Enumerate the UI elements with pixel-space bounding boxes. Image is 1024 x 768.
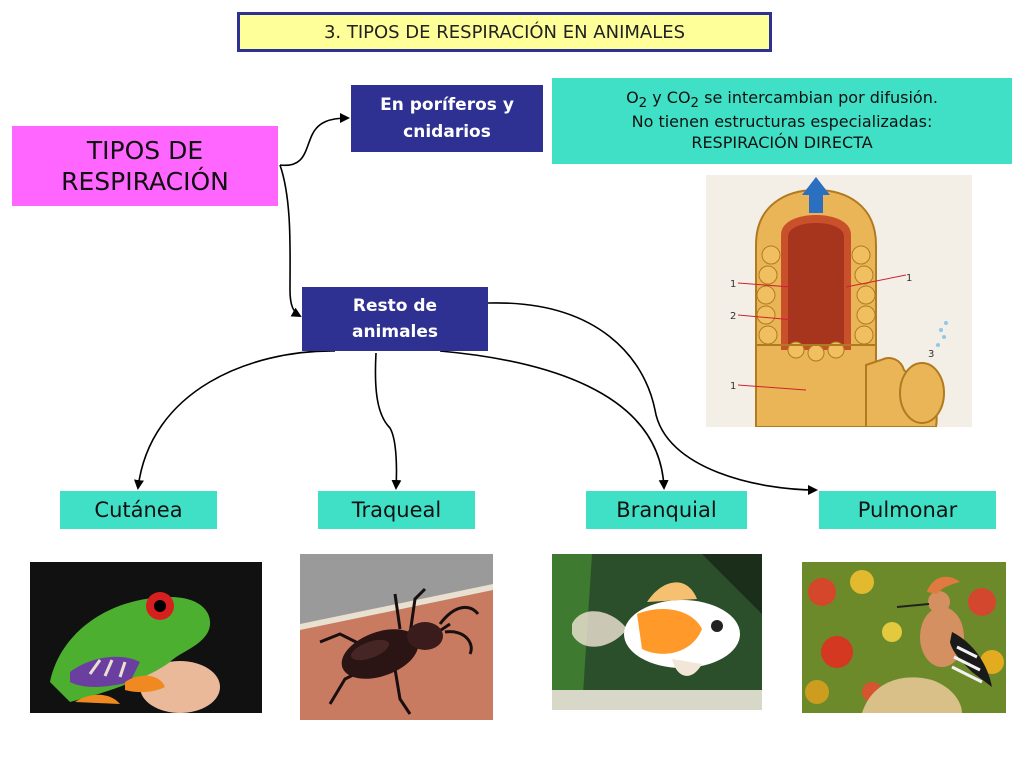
main-node-line1: TIPOS DE: [86, 135, 204, 165]
arrow-to-resto: [279, 164, 302, 317]
branch-poriferos-cnidarios: En poríferos y cnidarios: [351, 85, 543, 152]
sponge-label-3: 3: [928, 349, 934, 360]
goldfish-photo: [552, 554, 762, 710]
info-line1: O2 y CO2 se intercambian por difusión.: [626, 87, 938, 112]
page-title: 3. TIPOS DE RESPIRACIÓN EN ANIMALES: [237, 12, 772, 52]
category-branquial: Branquial: [586, 491, 747, 529]
info-line3: RESPIRACIÓN DIRECTA: [691, 133, 873, 153]
info-difusion-box: O2 y CO2 se intercambian por difusión. N…: [552, 78, 1012, 164]
arrow-to-branquial: [439, 350, 669, 490]
hoopoe-photo: [802, 562, 1006, 713]
arrow-to-traqueal: [374, 352, 402, 490]
info-line2: No tienen estructuras especializadas:: [631, 112, 933, 132]
category-cutanea: Cutánea: [60, 491, 217, 529]
frog-photo: [30, 562, 262, 713]
branch-poriferos-line2: cnidarios: [403, 121, 491, 142]
sponge-label-2: 2: [730, 311, 736, 322]
main-node-tipos-respiracion: TIPOS DE RESPIRACIÓN: [12, 126, 278, 206]
sponge-illustration: 1 2 1 1 3: [706, 175, 972, 427]
branch-resto-animales: Resto de animales: [302, 287, 488, 351]
branch-resto-line2: animales: [351, 322, 439, 342]
arrow-to-cutanea: [134, 350, 336, 490]
category-pulmonar: Pulmonar: [819, 491, 996, 529]
arrow-to-poriferos: [279, 113, 350, 166]
arrow-to-pulmonar: [487, 302, 818, 495]
branch-poriferos-line1: En poríferos y: [380, 95, 514, 116]
sponge-label-1b: 1: [730, 381, 736, 392]
sponge-label-1c: 1: [906, 273, 912, 284]
main-node-line2: RESPIRACIÓN: [61, 167, 229, 196]
sponge-label-1: 1: [730, 279, 736, 290]
category-traqueal: Traqueal: [318, 491, 475, 529]
branch-resto-line1: Resto de: [352, 295, 438, 316]
beetle-photo: [300, 554, 493, 720]
